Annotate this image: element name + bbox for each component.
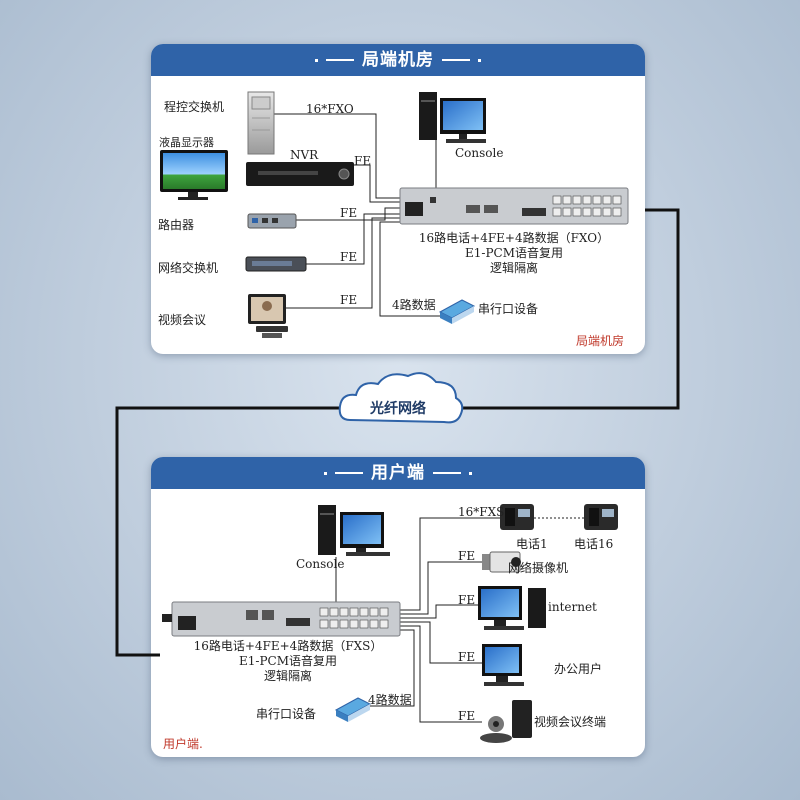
fiber-trunk-line [115, 208, 680, 657]
user-link-phone: 16*FXS [458, 505, 504, 519]
user-mux-line2: E1-PCM语音复用 [239, 653, 337, 668]
user-side-content: Console 16路电话+4FE+4路数据（FXS） E1-PCM语音复用 逻… [162, 504, 618, 751]
user-side-header: 用户端 [151, 457, 645, 489]
user-mux-line3: 逻辑隔离 [264, 668, 312, 683]
central-footer-label: 局端机房 [576, 333, 624, 348]
fiber-network-label: 光纤网络 [369, 400, 426, 417]
central-link-fe-router: FE [340, 206, 357, 220]
internet-label: internet [548, 600, 597, 614]
central-office-content: 程控交换机 液晶显示器 NVR 路由器 网络交换机 [158, 91, 629, 348]
video-terminal-label: 视频会议终端 [534, 714, 606, 729]
router-icon [247, 213, 297, 229]
user-link-fe-camera: FE [458, 549, 475, 563]
central-link-fe-nvr: FE [354, 154, 371, 168]
central-link-fe-video: FE [340, 293, 357, 307]
central-office-title: 局端机房 [362, 50, 434, 70]
user-link-fe-internet: FE [458, 593, 475, 607]
video-conf-icon [248, 294, 288, 338]
internet-pc-icon [478, 586, 546, 630]
user-serial-label: 串行口设备 [256, 707, 316, 721]
lcd-monitor-icon [160, 150, 228, 200]
central-console-pc-icon [419, 92, 486, 143]
nvr-label: NVR [290, 148, 319, 162]
central-mux-line3: 逻辑隔离 [490, 260, 538, 275]
central-mux-line1: 16路电话+4FE+4路数据（FXO） [419, 230, 609, 245]
user-console-pc-icon [318, 505, 390, 556]
pbx-rack-icon [247, 91, 275, 155]
office-user-label: 办公用户 [554, 661, 602, 676]
switch-icon [245, 256, 307, 272]
video-conf-label: 视频会议 [158, 312, 206, 327]
user-mux-line1: 16路电话+4FE+4路数据（FXS） [194, 638, 383, 653]
central-serial-device-icon [438, 299, 476, 324]
central-link-fe-switch: FE [340, 250, 357, 264]
phone16-label: 电话16 [574, 537, 613, 551]
user-serial-device-icon [334, 697, 372, 722]
phone16-icon [584, 504, 618, 530]
lcd-label: 液晶显示器 [159, 135, 214, 149]
network-camera-label: 网络摄像机 [508, 560, 568, 575]
user-link-fe-office: FE [458, 650, 475, 664]
central-mux-device-icon [399, 187, 629, 225]
central-console-label: Console [455, 146, 503, 160]
user-link-lines [335, 517, 590, 723]
user-link-data: 4路数据 [368, 692, 412, 707]
pbx-label: 程控交换机 [164, 99, 224, 114]
central-link-data: 4路数据 [392, 297, 436, 312]
central-link-phone: 16*FXO [306, 102, 354, 116]
network-camera-icon [482, 551, 521, 573]
phone1-label: 电话1 [516, 537, 548, 551]
central-serial-label: 串行口设备 [478, 302, 538, 316]
router-label: 路由器 [158, 217, 194, 232]
central-office-header: 局端机房 [151, 44, 645, 76]
user-side-title: 用户端 [371, 463, 425, 483]
nvr-device-icon [246, 162, 354, 186]
user-mux-device-icon [162, 601, 401, 637]
user-side-panel: 用户端 [151, 457, 645, 757]
user-footer-label: 用户端. [163, 736, 203, 751]
fiber-network-cloud: 光纤网络 [338, 372, 464, 424]
video-terminal-icon [480, 700, 532, 743]
user-link-fe-video: FE [458, 709, 475, 723]
user-console-label: Console [296, 557, 344, 571]
office-user-pc-icon [482, 644, 524, 686]
switch-label: 网络交换机 [158, 260, 218, 275]
phone1-icon [500, 504, 534, 530]
central-mux-line2: E1-PCM语音复用 [465, 245, 563, 260]
central-link-lines [274, 113, 440, 317]
